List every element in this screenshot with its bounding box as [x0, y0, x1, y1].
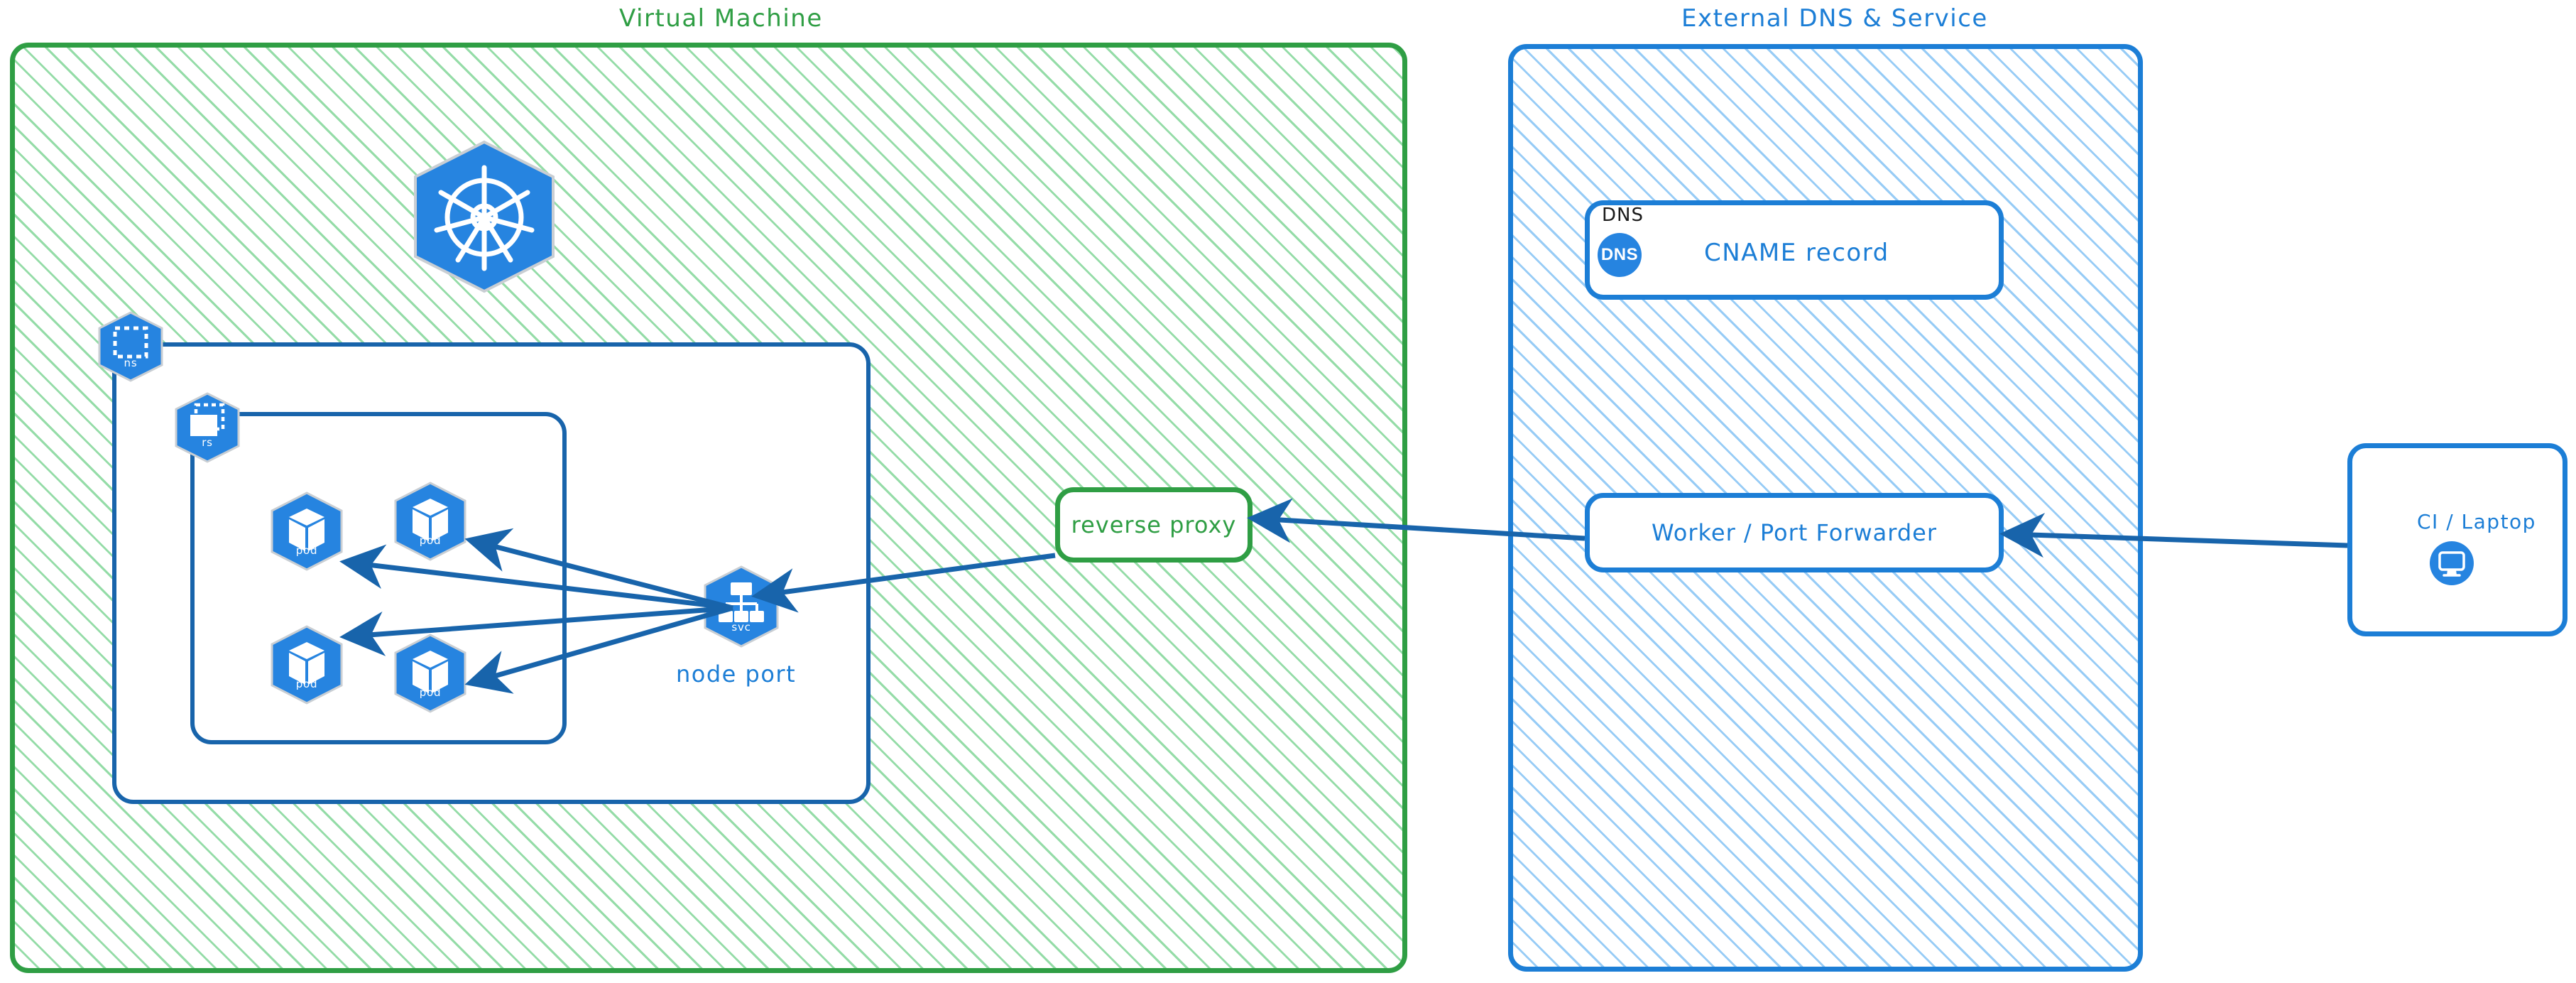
worker-port-forwarder-label: Worker / Port Forwarder — [1652, 519, 1937, 546]
external-panel-title: External DNS & Service — [1681, 4, 1988, 33]
dns-caption: DNS — [1602, 205, 1644, 226]
ci-laptop-label: CI / Laptop — [2417, 510, 2536, 533]
pod-hexagon-1: pod — [268, 492, 345, 571]
service-icon: svc — [702, 565, 781, 648]
desktop-monitor-icon — [2430, 541, 2474, 585]
worker-port-forwarder-box[interactable]: Worker / Port Forwarder — [1585, 493, 2004, 572]
vm-panel-title: Virtual Machine — [619, 4, 823, 33]
pod-hexagon-4: pod — [392, 634, 469, 713]
reverse-proxy-box[interactable]: reverse proxy — [1055, 487, 1252, 563]
dns-box[interactable] — [1585, 200, 2004, 300]
reverse-proxy-label: reverse proxy — [1071, 511, 1237, 538]
replicaset-container — [190, 412, 567, 744]
replicaset-icon: rs — [173, 392, 241, 463]
ci-laptop-box[interactable] — [2347, 443, 2567, 636]
pod-hexagon-3: pod — [268, 625, 345, 705]
cname-record-label: CNAME record — [1704, 239, 1889, 267]
dns-badge-icon: DNS — [1598, 233, 1642, 277]
namespace-icon: ns — [97, 311, 165, 382]
kubernetes-logo — [410, 139, 559, 294]
node-port-caption: node port — [676, 661, 797, 688]
pod-hexagon-2: pod — [392, 482, 469, 561]
